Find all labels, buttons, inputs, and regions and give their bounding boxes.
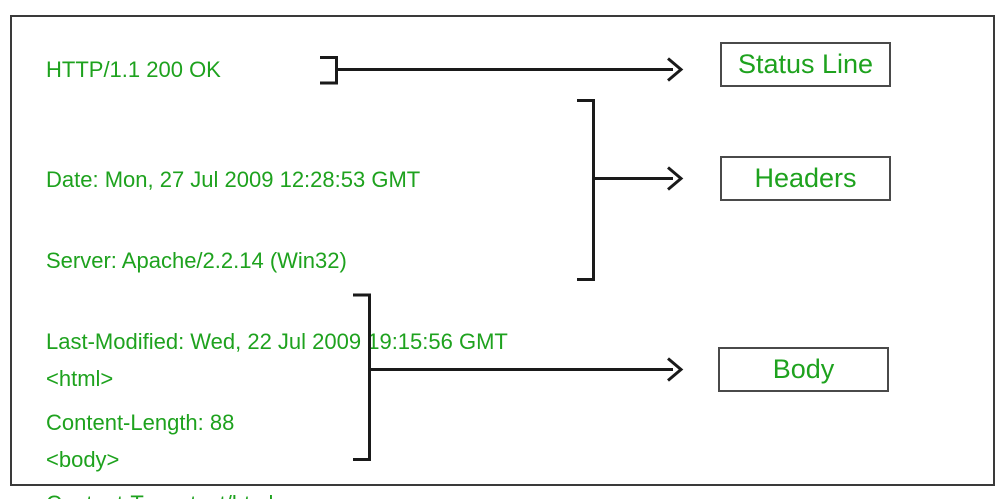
- header-line-content-type: Content-Type: text/html: [46, 490, 508, 499]
- headers-label-box: Headers: [720, 156, 891, 201]
- header-line-server: Server: Apache/2.2.14 (Win32): [46, 248, 347, 273]
- header-line-last-modified: Last-Modified: Wed, 22 Jul 2009 19:15:56…: [46, 329, 508, 354]
- status-line-text: HTTP/1.1 200 OK: [46, 57, 221, 82]
- header-line-content-length: Content-Length: 88: [46, 410, 235, 435]
- body-label: Body: [772, 354, 835, 384]
- status-line-label: Status Line: [737, 49, 874, 79]
- body-text-block: <html> <body> <h1>Hello, World!</h1> </b…: [46, 311, 278, 499]
- body-line-body-open: <body>: [46, 447, 120, 472]
- header-line-date: Date: Mon, 27 Jul 2009 12:28:53 GMT: [46, 167, 421, 192]
- status-line-label-box: Status Line: [720, 42, 891, 87]
- headers-text-block: Date: Mon, 27 Jul 2009 12:28:53 GMT Serv…: [46, 112, 508, 499]
- body-line-html-open: <html>: [46, 366, 114, 391]
- diagram-frame: [10, 15, 995, 486]
- body-label-box: Body: [718, 347, 889, 392]
- headers-label: Headers: [754, 163, 857, 193]
